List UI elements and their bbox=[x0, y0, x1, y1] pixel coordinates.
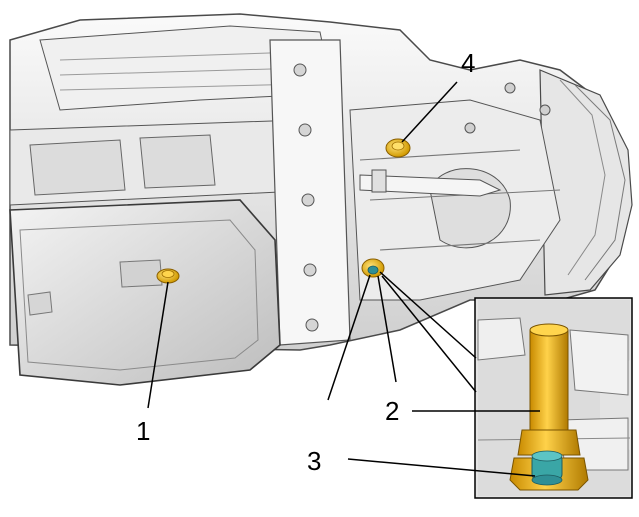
fill-plug-icon bbox=[385, 138, 411, 158]
leader-2 bbox=[377, 275, 397, 383]
level-plug-icon bbox=[361, 258, 385, 278]
callout-1: 1 bbox=[136, 416, 150, 446]
drain-plug-icon bbox=[156, 268, 180, 284]
callout-2: 2 bbox=[385, 396, 399, 426]
inset-pointer-bottom bbox=[381, 275, 477, 393]
callout-4: 4 bbox=[461, 48, 475, 78]
leader-1 bbox=[147, 281, 169, 409]
leader-3 bbox=[327, 274, 371, 401]
leader-4 bbox=[401, 81, 458, 143]
leader-lines bbox=[147, 81, 540, 477]
callout-3: 3 bbox=[307, 446, 321, 476]
inset-leader-3 bbox=[347, 458, 536, 477]
inset-pointer-top bbox=[379, 271, 477, 359]
oil-pan bbox=[9, 199, 281, 386]
inset-detail bbox=[474, 297, 633, 499]
